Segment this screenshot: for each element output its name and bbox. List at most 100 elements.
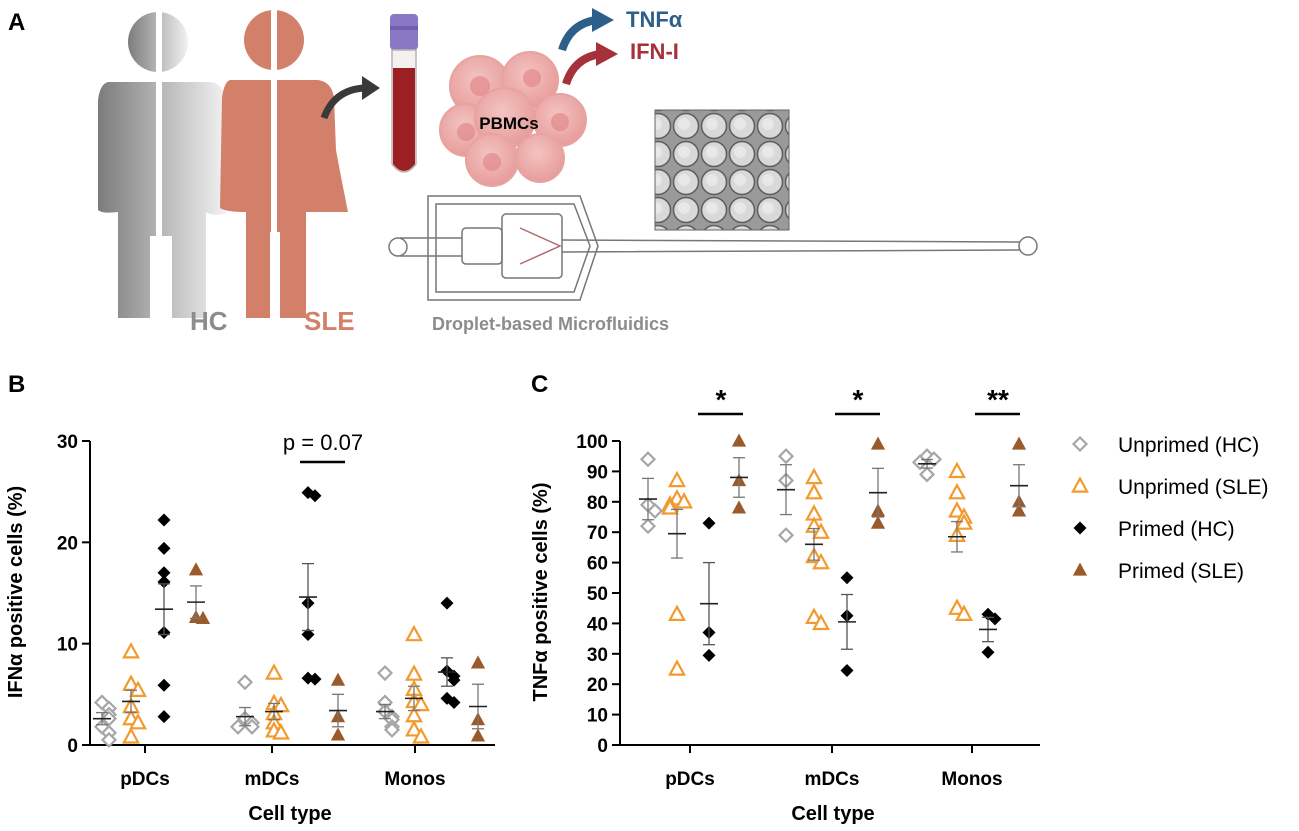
arrow-icon: [320, 84, 365, 120]
significance-annotation: *: [716, 384, 727, 415]
data-point: [157, 566, 171, 580]
y-tick-label: 20: [587, 675, 608, 696]
y-tick-label: 10: [57, 635, 78, 656]
data-point: [668, 604, 686, 622]
data-point: [948, 501, 966, 518]
data-point: [925, 451, 943, 468]
data-point: [840, 571, 854, 585]
legend-marker: [1071, 476, 1089, 493]
x-tick-label: mDCs: [245, 769, 300, 790]
data-point: [840, 664, 854, 678]
y-axis-title: IFNα positive cells (%): [5, 486, 27, 698]
hc-person-icon: [98, 6, 226, 322]
data-point: [405, 664, 423, 681]
data-point: [157, 513, 171, 527]
blood-tube-icon: [390, 14, 418, 173]
legend-label: Unprimed (HC): [1118, 434, 1259, 457]
data-point: [805, 482, 823, 500]
data-point: [870, 436, 886, 450]
data-point: [122, 641, 140, 659]
data-point: [646, 502, 664, 519]
panel-label-b: B: [8, 371, 25, 398]
data-point: [1011, 503, 1027, 517]
data-point: [981, 645, 995, 659]
data-point: [988, 612, 1002, 626]
data-point: [405, 719, 423, 737]
y-tick-label: 20: [57, 533, 78, 554]
data-point: [100, 731, 118, 748]
data-point: [308, 489, 322, 503]
data-point: [265, 663, 283, 680]
data-point: [668, 470, 686, 488]
data-point: [955, 604, 973, 622]
data-point: [236, 674, 254, 691]
data-point: [812, 613, 830, 631]
y-tick-label: 60: [587, 554, 608, 575]
data-point: [702, 516, 716, 530]
data-point: [948, 482, 966, 500]
pbmc-label: PBMCs: [479, 114, 539, 133]
data-point: [731, 433, 747, 447]
x-tick-label: pDCs: [665, 769, 715, 790]
legend-label: Primed (SLE): [1118, 560, 1244, 583]
y-tick-label: 40: [587, 614, 608, 635]
y-tick-label: 90: [587, 462, 608, 483]
data-point: [805, 607, 823, 625]
data-point: [777, 448, 795, 465]
data-point: [195, 610, 211, 624]
y-tick-label: 30: [587, 645, 608, 666]
data-point: [812, 522, 830, 539]
legend-label: Unprimed (SLE): [1118, 476, 1269, 499]
p-value-annotation: p = 0.07: [283, 430, 363, 455]
data-point: [272, 723, 290, 740]
x-axis-title: Cell type: [791, 803, 874, 825]
legend-marker: [1073, 521, 1087, 535]
data-point: [812, 552, 830, 570]
data-point: [1011, 436, 1027, 450]
legend-marker: [1072, 562, 1088, 576]
ifn-label: IFN-I: [630, 39, 679, 64]
y-tick-label: 30: [57, 432, 78, 453]
legend-marker: [1071, 435, 1089, 453]
data-point: [188, 562, 204, 576]
hc-label: HC: [190, 306, 228, 336]
data-point: [157, 575, 171, 589]
data-point: [777, 527, 795, 544]
data-point: [412, 727, 430, 744]
data-point: [412, 694, 430, 712]
data-point: [301, 628, 315, 642]
data-point: [470, 728, 486, 742]
ifn-arrowhead-icon: [596, 42, 618, 66]
data-point: [376, 664, 394, 682]
x-tick-label: Monos: [941, 769, 1002, 790]
data-point: [948, 598, 966, 615]
y-tick-label: 50: [587, 584, 608, 605]
data-point: [405, 624, 423, 642]
tnf-label: TNFα: [626, 7, 683, 32]
chart-ifn: IFNα positive cells (%) Cell type 010203…: [5, 430, 495, 825]
schematic: HC SLE: [98, 6, 1038, 336]
data-point: [948, 461, 966, 479]
data-point: [122, 727, 140, 744]
x-tick-label: Monos: [384, 769, 445, 790]
x-tick-label: pDCs: [120, 769, 170, 790]
y-tick-label: 80: [587, 493, 608, 514]
microfluidic-chip-icon: [388, 195, 1038, 301]
data-point: [668, 659, 686, 676]
data-point: [229, 718, 247, 735]
y-tick-label: 0: [67, 736, 78, 757]
y-tick-label: 0: [597, 736, 608, 757]
data-point: [129, 712, 147, 730]
sle-label: SLE: [304, 306, 355, 336]
significance-annotation: *: [853, 384, 864, 415]
significance-annotation: **: [987, 384, 1009, 415]
data-point: [243, 718, 261, 735]
data-point: [383, 721, 401, 738]
sle-person-icon: [220, 6, 348, 322]
data-point: [129, 680, 147, 698]
data-point: [675, 491, 693, 509]
arrowhead-icon: [362, 76, 380, 100]
y-tick-label: 70: [587, 523, 608, 544]
data-point: [470, 655, 486, 669]
microfluidics-label: Droplet-based Microfluidics: [432, 314, 669, 334]
